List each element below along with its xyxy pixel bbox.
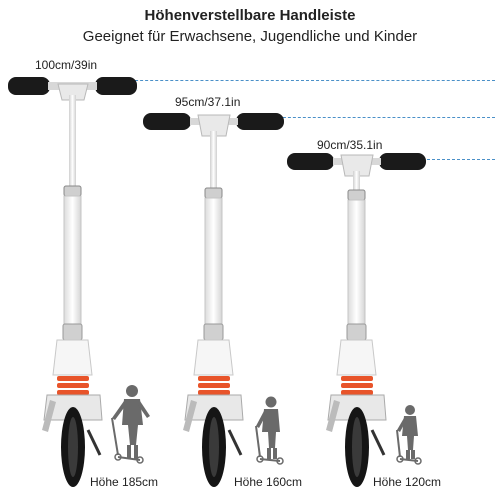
grip-left (8, 77, 50, 95)
caption-child: Höhe 120cm (373, 475, 442, 489)
height-label-1: 100cm/39in (35, 58, 98, 72)
rider-figure-teen (255, 396, 284, 465)
page-title: Höhenverstellbare Handleiste (144, 7, 356, 24)
grip-right (95, 77, 137, 95)
scooter-1 (8, 77, 137, 487)
caption-teen: Höhe 160cm (234, 475, 303, 489)
height-label-2: 95cm/37.1in (175, 95, 241, 109)
caption-adult: Höhe 185cm (90, 475, 159, 489)
height-line-2 (268, 117, 495, 118)
scooter-3 (287, 153, 426, 487)
scooter-2 (143, 113, 284, 487)
rider-figure-child (396, 405, 422, 465)
height-line-3 (412, 159, 495, 160)
rider-figure-adult (111, 385, 150, 464)
height-line-1 (120, 80, 495, 81)
page-subtitle: Geeignet für Erwachsene, Jugendliche und… (82, 28, 418, 45)
height-label-3: 90cm/35.1in (317, 138, 383, 152)
